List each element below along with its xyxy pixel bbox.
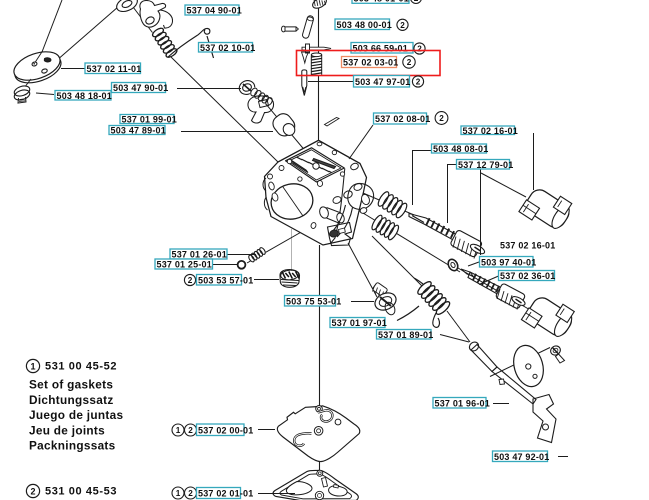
- svg-text:503 47 92-01: 503 47 92-01: [494, 452, 549, 462]
- svg-text:503 48 18-01: 503 48 18-01: [57, 91, 112, 101]
- svg-text:2: 2: [400, 21, 405, 30]
- svg-text:2: 2: [188, 489, 193, 498]
- svg-text:2: 2: [416, 78, 421, 87]
- svg-text:531 00 45-53: 531 00 45-53: [45, 486, 117, 498]
- svg-text:537 02 03-01: 537 02 03-01: [343, 58, 398, 68]
- svg-text:2: 2: [188, 276, 193, 285]
- svg-text:Packningssats: Packningssats: [29, 439, 116, 453]
- svg-text:503 48 01-01: 503 48 01-01: [354, 0, 409, 4]
- svg-text:537 02 08-01: 537 02 08-01: [375, 114, 430, 124]
- svg-text:1: 1: [176, 489, 181, 498]
- svg-text:537 02 01-01: 537 02 01-01: [198, 489, 253, 499]
- svg-text:503 47 90-01: 503 47 90-01: [113, 83, 168, 93]
- svg-text:2: 2: [417, 45, 422, 54]
- svg-text:537 02 36-01: 537 02 36-01: [500, 271, 555, 281]
- svg-text:503 97 40-01: 503 97 40-01: [481, 257, 536, 267]
- svg-text:Jeu de joints: Jeu de joints: [29, 423, 105, 437]
- svg-text:537 01 99-01: 537 01 99-01: [122, 115, 177, 125]
- svg-text:537 01 25-01: 537 01 25-01: [157, 260, 212, 270]
- svg-text:503 53 57-01: 503 53 57-01: [198, 275, 253, 285]
- svg-text:2: 2: [407, 58, 412, 67]
- svg-text:537 12 79-01: 537 12 79-01: [458, 160, 513, 170]
- svg-text:503 66 59-01: 503 66 59-01: [353, 43, 408, 53]
- svg-text:537 02 16-01: 537 02 16-01: [500, 241, 555, 251]
- svg-text:503 75 53-01: 503 75 53-01: [286, 296, 341, 306]
- svg-text:503 48 08-01: 503 48 08-01: [433, 144, 488, 154]
- svg-text:537 02 16-01: 537 02 16-01: [463, 126, 518, 136]
- svg-text:Juego de juntas: Juego de juntas: [29, 408, 123, 422]
- svg-text:503 47 97-01: 503 47 97-01: [355, 77, 410, 87]
- svg-text:537 01 89-01: 537 01 89-01: [378, 330, 433, 340]
- svg-text:Set of gaskets: Set of gaskets: [29, 378, 113, 392]
- svg-text:537 01 97-01: 537 01 97-01: [332, 318, 387, 328]
- svg-text:2: 2: [439, 114, 444, 123]
- svg-text:503 47 89-01: 503 47 89-01: [111, 126, 166, 136]
- svg-text:537 01 26-01: 537 01 26-01: [172, 250, 227, 260]
- svg-text:2: 2: [414, 0, 419, 3]
- svg-text:2: 2: [188, 426, 193, 435]
- svg-text:537 04 90-01: 537 04 90-01: [187, 6, 242, 16]
- svg-text:2: 2: [30, 487, 35, 497]
- svg-text:537 02 10-01: 537 02 10-01: [200, 43, 255, 53]
- svg-text:503 48 00-01: 503 48 00-01: [337, 20, 392, 30]
- svg-text:537 02 00-01: 537 02 00-01: [198, 425, 253, 435]
- svg-text:531 00 45-52: 531 00 45-52: [45, 361, 117, 373]
- svg-text:537 02 11-01: 537 02 11-01: [87, 64, 142, 74]
- svg-text:Dichtungssatz: Dichtungssatz: [29, 393, 114, 407]
- svg-text:1: 1: [176, 426, 181, 435]
- svg-text:537 01 96-01: 537 01 96-01: [435, 398, 490, 408]
- svg-text:1: 1: [30, 362, 35, 372]
